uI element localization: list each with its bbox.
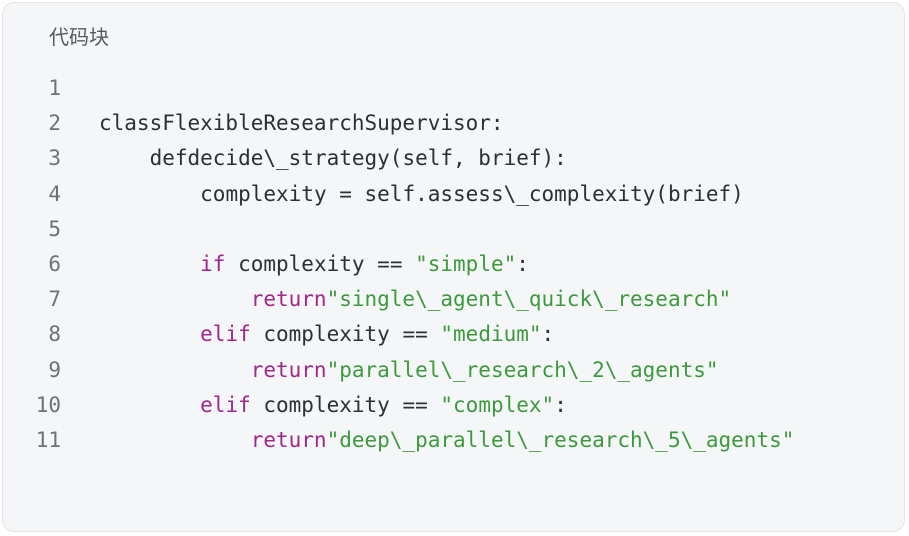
code-line: 5 <box>3 212 904 247</box>
code-string: "single\_agent\_quick\_research" <box>326 287 732 312</box>
code-keyword: if <box>200 251 226 276</box>
line-number: 8 <box>48 322 61 347</box>
code-indent <box>99 252 200 276</box>
code-keyword: elif <box>200 392 251 417</box>
line-number: 3 <box>48 146 61 171</box>
code-content: elif complexity == "medium": <box>99 317 554 352</box>
line-number: 4 <box>48 181 61 206</box>
code-text: complexity == <box>225 251 416 276</box>
code-line: 8 elif complexity == "medium": <box>3 317 904 352</box>
code-string: "medium" <box>440 322 542 347</box>
line-number: 9 <box>48 357 61 382</box>
code-keyword: return <box>250 287 327 312</box>
code-content: elif complexity == "complex": <box>99 388 567 423</box>
code-indent <box>99 358 251 382</box>
line-number: 1 <box>48 76 61 100</box>
code-text: classFlexibleResearchSupervisor: <box>99 111 504 136</box>
code-string: "parallel\_research\_2\_agents" <box>326 357 719 382</box>
code-text: : <box>554 392 567 417</box>
code-line: 10 elif complexity == "complex": <box>3 388 904 423</box>
code-line: 1 <box>3 71 904 106</box>
code-content: defdecide\_strategy(self, brief): <box>99 141 567 176</box>
code-content: return"parallel\_research\_2\_agents" <box>99 353 719 388</box>
code-keyword: elif <box>200 322 251 347</box>
code-content: if complexity == "simple": <box>99 247 529 282</box>
code-text: defdecide\_strategy(self, brief): <box>149 146 567 171</box>
code-string: "complex" <box>440 392 555 417</box>
code-indent <box>99 428 251 452</box>
code-string: "simple" <box>415 251 517 276</box>
code-indent <box>99 322 200 346</box>
code-text: : <box>541 322 555 347</box>
line-number: 7 <box>48 287 61 312</box>
line-number: 2 <box>48 111 61 136</box>
line-number: 10 <box>35 392 61 417</box>
code-content: return"deep\_parallel\_research\_5\_agen… <box>99 423 795 458</box>
code-keyword: return <box>250 427 327 452</box>
code-line: 2 classFlexibleResearchSupervisor: <box>3 106 904 141</box>
code-content: complexity = self.assess\_complexity(bri… <box>99 177 744 212</box>
code-line: 7 return"single\_agent\_quick\_research" <box>3 282 904 317</box>
code-content: return"single\_agent\_quick\_research" <box>99 282 731 317</box>
code-indent <box>99 146 150 170</box>
code-block-title: 代码块 <box>49 25 109 49</box>
line-number: 5 <box>48 216 61 241</box>
code-text: : <box>516 251 529 276</box>
code-line: 4 complexity = self.assess\_complexity(b… <box>3 177 904 212</box>
code-line: 9 return"parallel\_research\_2\_agents" <box>3 353 904 388</box>
line-number: 6 <box>48 251 61 276</box>
code-line: 6 if complexity == "simple": <box>3 247 904 282</box>
code-string: "deep\_parallel\_research\_5\_agents" <box>326 427 795 452</box>
code-text: complexity == <box>250 322 441 347</box>
code-line: 11 return"deep\_parallel\_research\_5\_a… <box>3 423 904 458</box>
code-indent <box>99 287 251 311</box>
code-text: complexity = self.assess\_complexity(bri… <box>200 181 744 206</box>
code-keyword: return <box>250 357 327 382</box>
code-line: 3 defdecide\_strategy(self, brief): <box>3 141 904 176</box>
code-area[interactable]: 1 2 classFlexibleResearchSupervisor: 3 defd… <box>3 71 904 458</box>
code-indent <box>99 393 200 417</box>
line-number: 11 <box>35 427 61 452</box>
code-indent <box>99 182 200 206</box>
code-text: complexity == <box>250 392 441 417</box>
code-content: classFlexibleResearchSupervisor: <box>99 106 504 141</box>
